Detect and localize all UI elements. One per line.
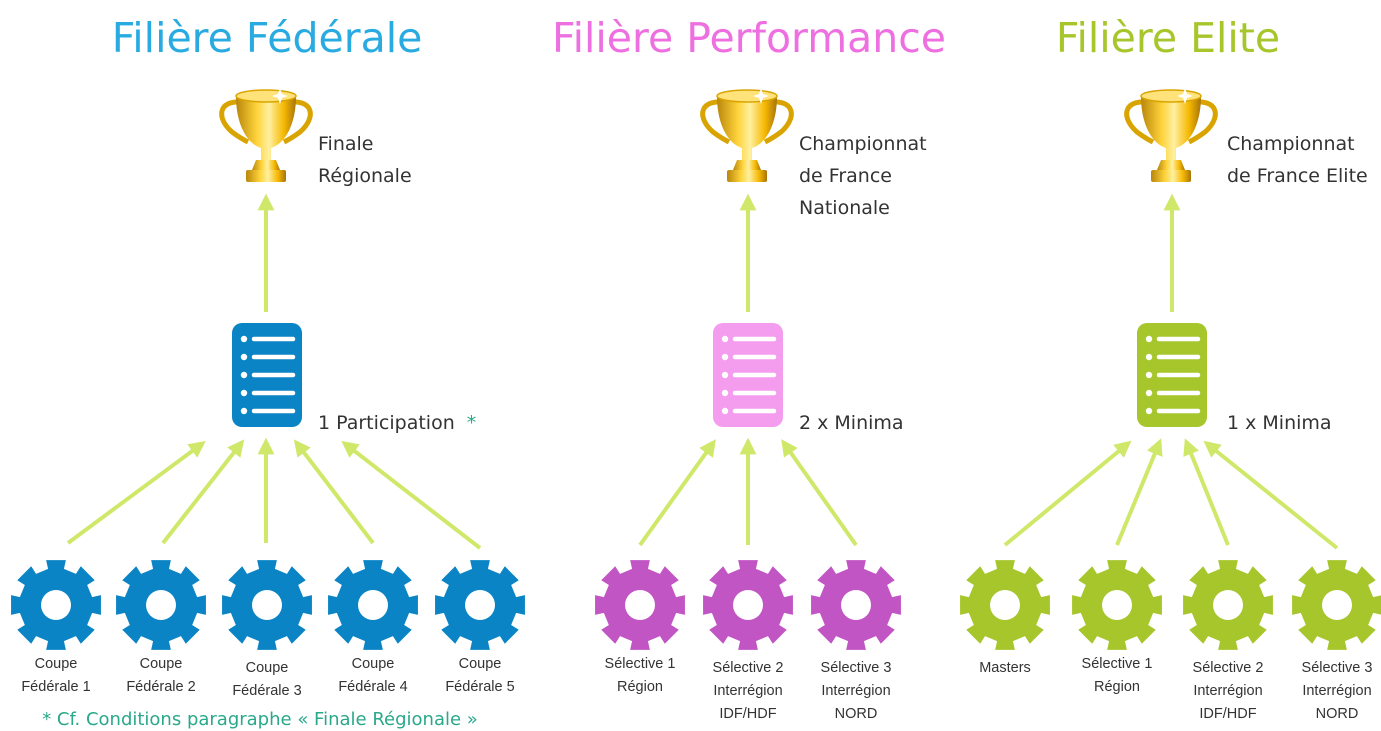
arrow-gear-to-document — [341, 440, 482, 550]
gear-label-line: Fédérale 2 — [126, 679, 195, 695]
gear-icon — [1292, 560, 1381, 650]
gear-icon — [1183, 560, 1273, 650]
trophy-icon — [1124, 88, 1218, 182]
arrow-gear-to-document — [638, 439, 716, 547]
requirement-asterisk: * — [467, 412, 477, 434]
document-list-icon — [1137, 323, 1207, 427]
gear-label-line: NORD — [835, 706, 878, 722]
gear-icon — [222, 560, 312, 650]
gear-label: Masters — [979, 660, 1031, 676]
document-list-icon — [713, 323, 783, 427]
arrow-gear-to-document — [66, 441, 206, 545]
arrow-gear-to-document — [1203, 440, 1339, 550]
gear-icon — [595, 560, 685, 650]
gear-label-line: IDF/HDF — [1199, 706, 1256, 722]
gear-label-line: Sélective 2 — [713, 660, 784, 676]
gear-label-line: Sélective 3 — [1302, 660, 1373, 676]
gear-label-line: NORD — [1316, 706, 1359, 722]
gear-label-line: Fédérale 3 — [232, 683, 301, 699]
gear-icon — [811, 560, 901, 650]
gear-label-line: Coupe — [140, 656, 183, 672]
gear-label-line: Fédérale 4 — [338, 679, 407, 695]
document-list-icon — [232, 323, 302, 427]
gear-label-line: Interrégion — [713, 683, 782, 699]
arrow-gear-to-document — [293, 439, 375, 545]
requirement-label-federale: 1 Participation * — [318, 412, 476, 434]
trophy-label-performance: Championnat de France Nationale — [799, 133, 933, 219]
gear-label: Sélective 1 Région — [1082, 656, 1153, 695]
gear-label-line: Sélective 1 — [1082, 656, 1153, 672]
gear-icon — [435, 560, 525, 650]
gear-label-line: Fédérale 5 — [445, 679, 514, 695]
gear-label: Sélective 1 Région — [605, 656, 676, 695]
gear-icon — [1072, 560, 1162, 650]
gear-label-line: Interrégion — [1193, 683, 1262, 699]
gear-label-line: Interrégion — [1302, 683, 1371, 699]
requirement-label-performance: 2 x Minima — [799, 412, 904, 434]
gear-icon — [116, 560, 206, 650]
arrow-gear-to-document — [1003, 440, 1132, 547]
gear-icon — [960, 560, 1050, 650]
footnote: * Cf. Conditions paragraphe « Finale Rég… — [42, 709, 478, 730]
gear-label-line: Fédérale 1 — [21, 679, 90, 695]
gear-icon — [703, 560, 793, 650]
gear-label-line: Coupe — [352, 656, 395, 672]
gear-label-line: IDF/HDF — [719, 706, 776, 722]
gear-icon — [328, 560, 418, 650]
gear-label-line: Coupe — [459, 656, 502, 672]
gear-label-line: Masters — [979, 660, 1031, 676]
arrow-gear-to-document — [161, 439, 245, 545]
arrow-gear-to-document — [1115, 438, 1163, 546]
gear-label-line: Coupe — [246, 660, 289, 676]
gear-label-line: Coupe — [35, 656, 78, 672]
arrow-gear-to-document — [1183, 438, 1230, 546]
column-title-federale: Filière Fédérale — [112, 14, 423, 62]
gear-icon — [11, 560, 101, 650]
gear-label-line: Sélective 1 — [605, 656, 676, 672]
column-title-performance: Filière Performance — [552, 14, 946, 62]
arrow-gear-to-document — [781, 439, 858, 547]
trophy-icon — [700, 88, 794, 182]
gear-label-line: Interrégion — [821, 683, 890, 699]
gear-label-line: Sélective 2 — [1193, 660, 1264, 676]
column-title-elite: Filière Elite — [1056, 14, 1280, 62]
trophy-label-federale: Finale Régionale — [318, 133, 412, 187]
trophy-icon — [219, 88, 313, 182]
gear-label-line: Région — [1094, 679, 1140, 695]
gear-label-line: Sélective 3 — [821, 660, 892, 676]
trophy-label-elite: Championnat de France Elite — [1227, 133, 1368, 187]
gear-label-line: Région — [617, 679, 663, 695]
requirement-label-elite: 1 x Minima — [1227, 412, 1332, 434]
